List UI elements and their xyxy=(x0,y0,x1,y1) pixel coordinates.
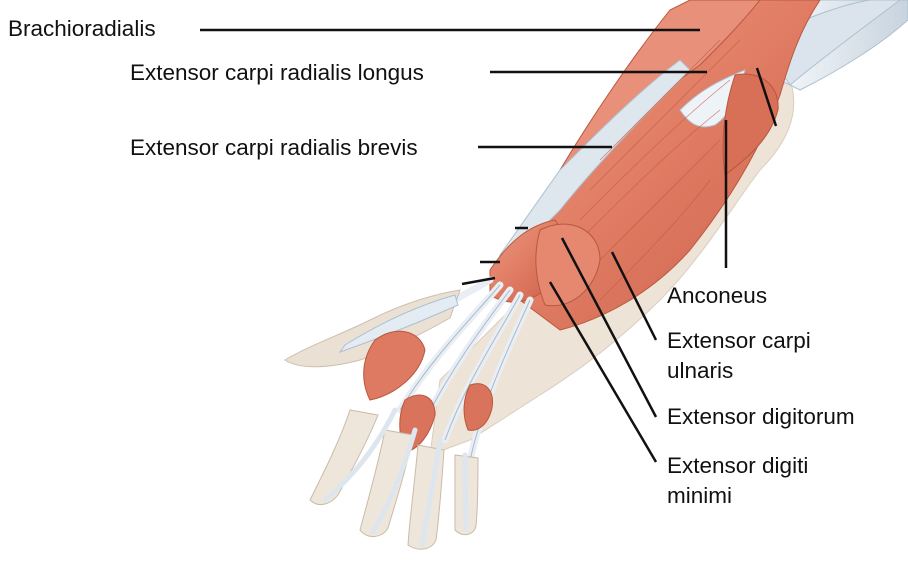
label-extensor-digiti-minimi: Extensor digiti minimi xyxy=(667,451,808,511)
label-extensor-digiti-minimi-line1: Extensor digiti xyxy=(667,453,809,478)
label-extensor-digiti-minimi-line2: minimi xyxy=(667,483,732,508)
anconeus-muscle xyxy=(722,73,779,176)
leader-ed xyxy=(560,237,658,418)
leader-lines xyxy=(200,28,778,463)
thumb-tendon xyxy=(338,294,459,353)
leader-edm xyxy=(548,281,658,463)
first-dorsal-interosseous xyxy=(363,330,426,401)
label-extensor-carpi-radialis-brevis: Extensor carpi radialis brevis xyxy=(130,135,418,160)
fingers xyxy=(309,409,479,550)
label-extensor-carpi-ulnaris: Extensor carpi ulnaris xyxy=(667,326,811,386)
leader-anconeus-2 xyxy=(755,67,778,127)
label-anconeus: Anconeus xyxy=(667,283,768,308)
dorsal-interosseous-3 xyxy=(463,383,494,431)
label-extensor-carpi-ulnaris-line2: ulnaris xyxy=(667,358,734,383)
label-extensor-digitorum: Extensor digitorum xyxy=(667,404,855,429)
label-extensor-carpi-ulnaris-line1: Extensor carpi xyxy=(667,328,811,353)
leader-tick-3 xyxy=(461,276,496,286)
label-extensor-carpi-radialis-longus: Extensor carpi radialis longus xyxy=(130,60,424,85)
muscle-striations xyxy=(569,39,741,301)
label-brachioradialis: Brachioradialis xyxy=(8,16,156,41)
leader-ecu xyxy=(610,251,658,341)
finger-extensor-expansions xyxy=(322,407,469,548)
